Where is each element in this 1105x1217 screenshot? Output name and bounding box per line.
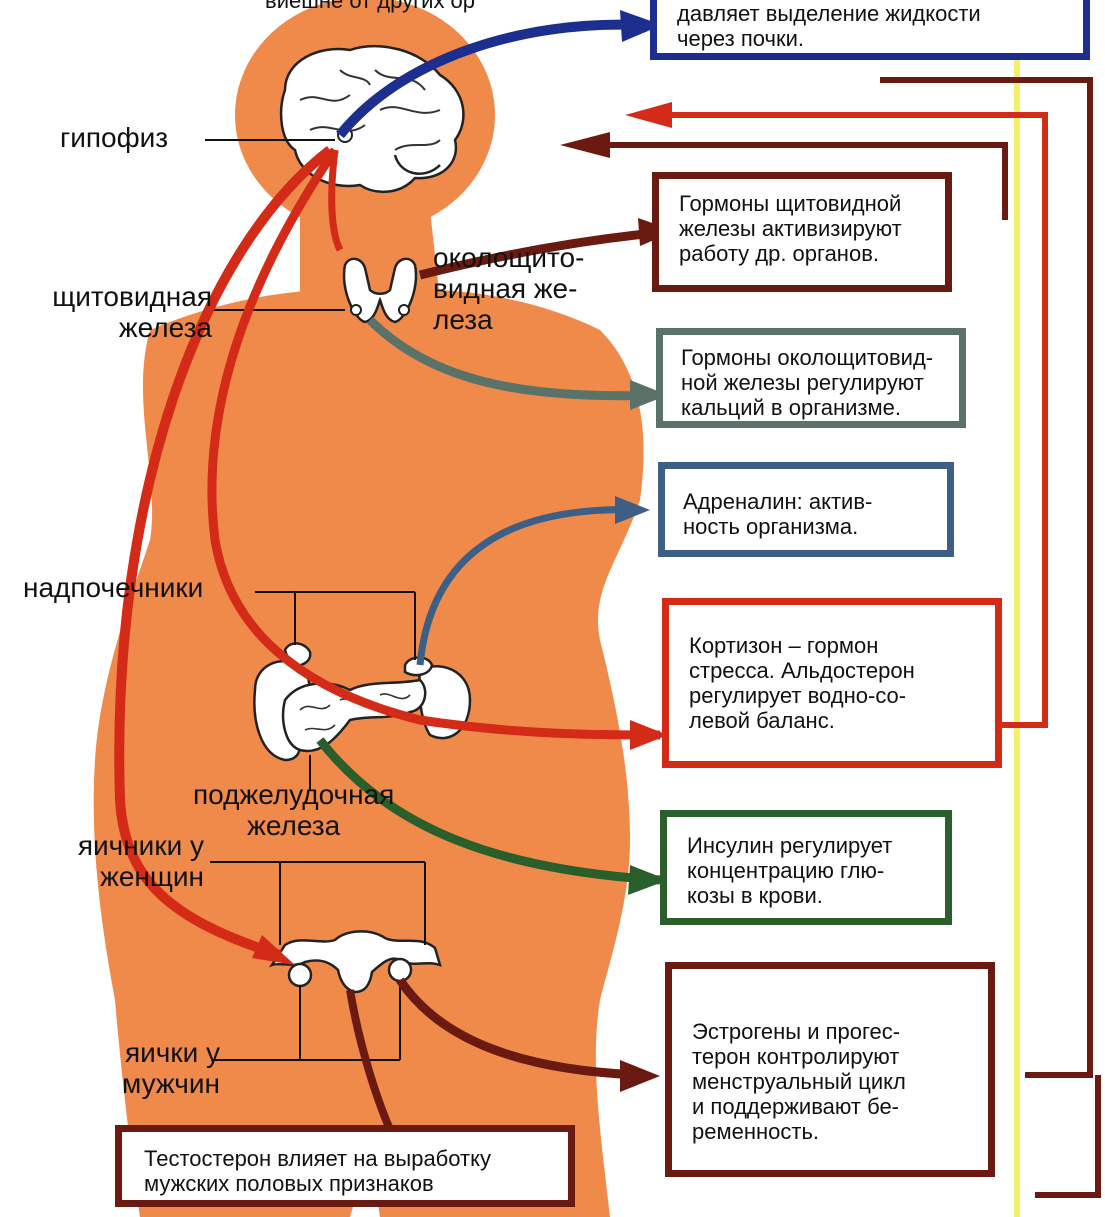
box-adrenaline: Адреналин: актив- ность организма. bbox=[658, 462, 954, 557]
box-kidney-fluid: давляет выделение жидкости через почки. bbox=[650, 0, 1090, 60]
box-insulin: Инсулин регулирует концентрацию глю- коз… bbox=[660, 810, 952, 925]
box-testosterone-text: Тестостерон влияет на выработку мужских … bbox=[144, 1146, 568, 1196]
box-cortisone: Кортизон – гормон стресса. Альдостерон р… bbox=[662, 598, 1002, 768]
box-parathyroid-hormones: Гормоны околощитовид- ной железы регулир… bbox=[656, 328, 966, 428]
box-insulin-text: Инсулин регулирует концентрацию глю- коз… bbox=[687, 833, 945, 908]
label-pancreas: поджелудочная железа bbox=[193, 779, 394, 841]
label-adrenals: надпочечники bbox=[23, 572, 203, 603]
label-testes: яички у мужчин bbox=[90, 1037, 220, 1099]
box-parathyroid-text: Гормоны околощитовид- ной железы регулир… bbox=[681, 345, 959, 420]
top-cut-text: виешне от других ор bbox=[265, 0, 475, 14]
box-thyroid-text: Гормоны щитовидной железы активизируют р… bbox=[679, 191, 945, 266]
box-thyroid-hormones: Гормоны щитовидной железы активизируют р… bbox=[652, 172, 952, 292]
label-thyroid: щитовидная железа bbox=[12, 281, 212, 343]
box-testosterone: Тестостерон влияет на выработку мужских … bbox=[115, 1125, 575, 1207]
arrowhead-brown-top bbox=[560, 132, 610, 158]
box-estrogen: Эстрогены и прогес- терон контролируют м… bbox=[665, 962, 995, 1177]
label-parathyroid: околощито- видная же- леза bbox=[433, 242, 584, 335]
box-kidney-text: давляет выделение жидкости через почки. bbox=[677, 1, 1083, 51]
label-pituitary: гипофиз bbox=[60, 122, 168, 153]
label-ovaries: яичники у женщин bbox=[34, 830, 204, 892]
box-estrogen-text: Эстрогены и прогес- терон контролируют м… bbox=[692, 1019, 988, 1144]
box-adrenaline-text: Адреналин: актив- ность организма. bbox=[683, 489, 947, 539]
arrowhead-red-top bbox=[625, 102, 672, 128]
box-cortisone-text: Кортизон – гормон стресса. Альдостерон р… bbox=[689, 633, 995, 733]
